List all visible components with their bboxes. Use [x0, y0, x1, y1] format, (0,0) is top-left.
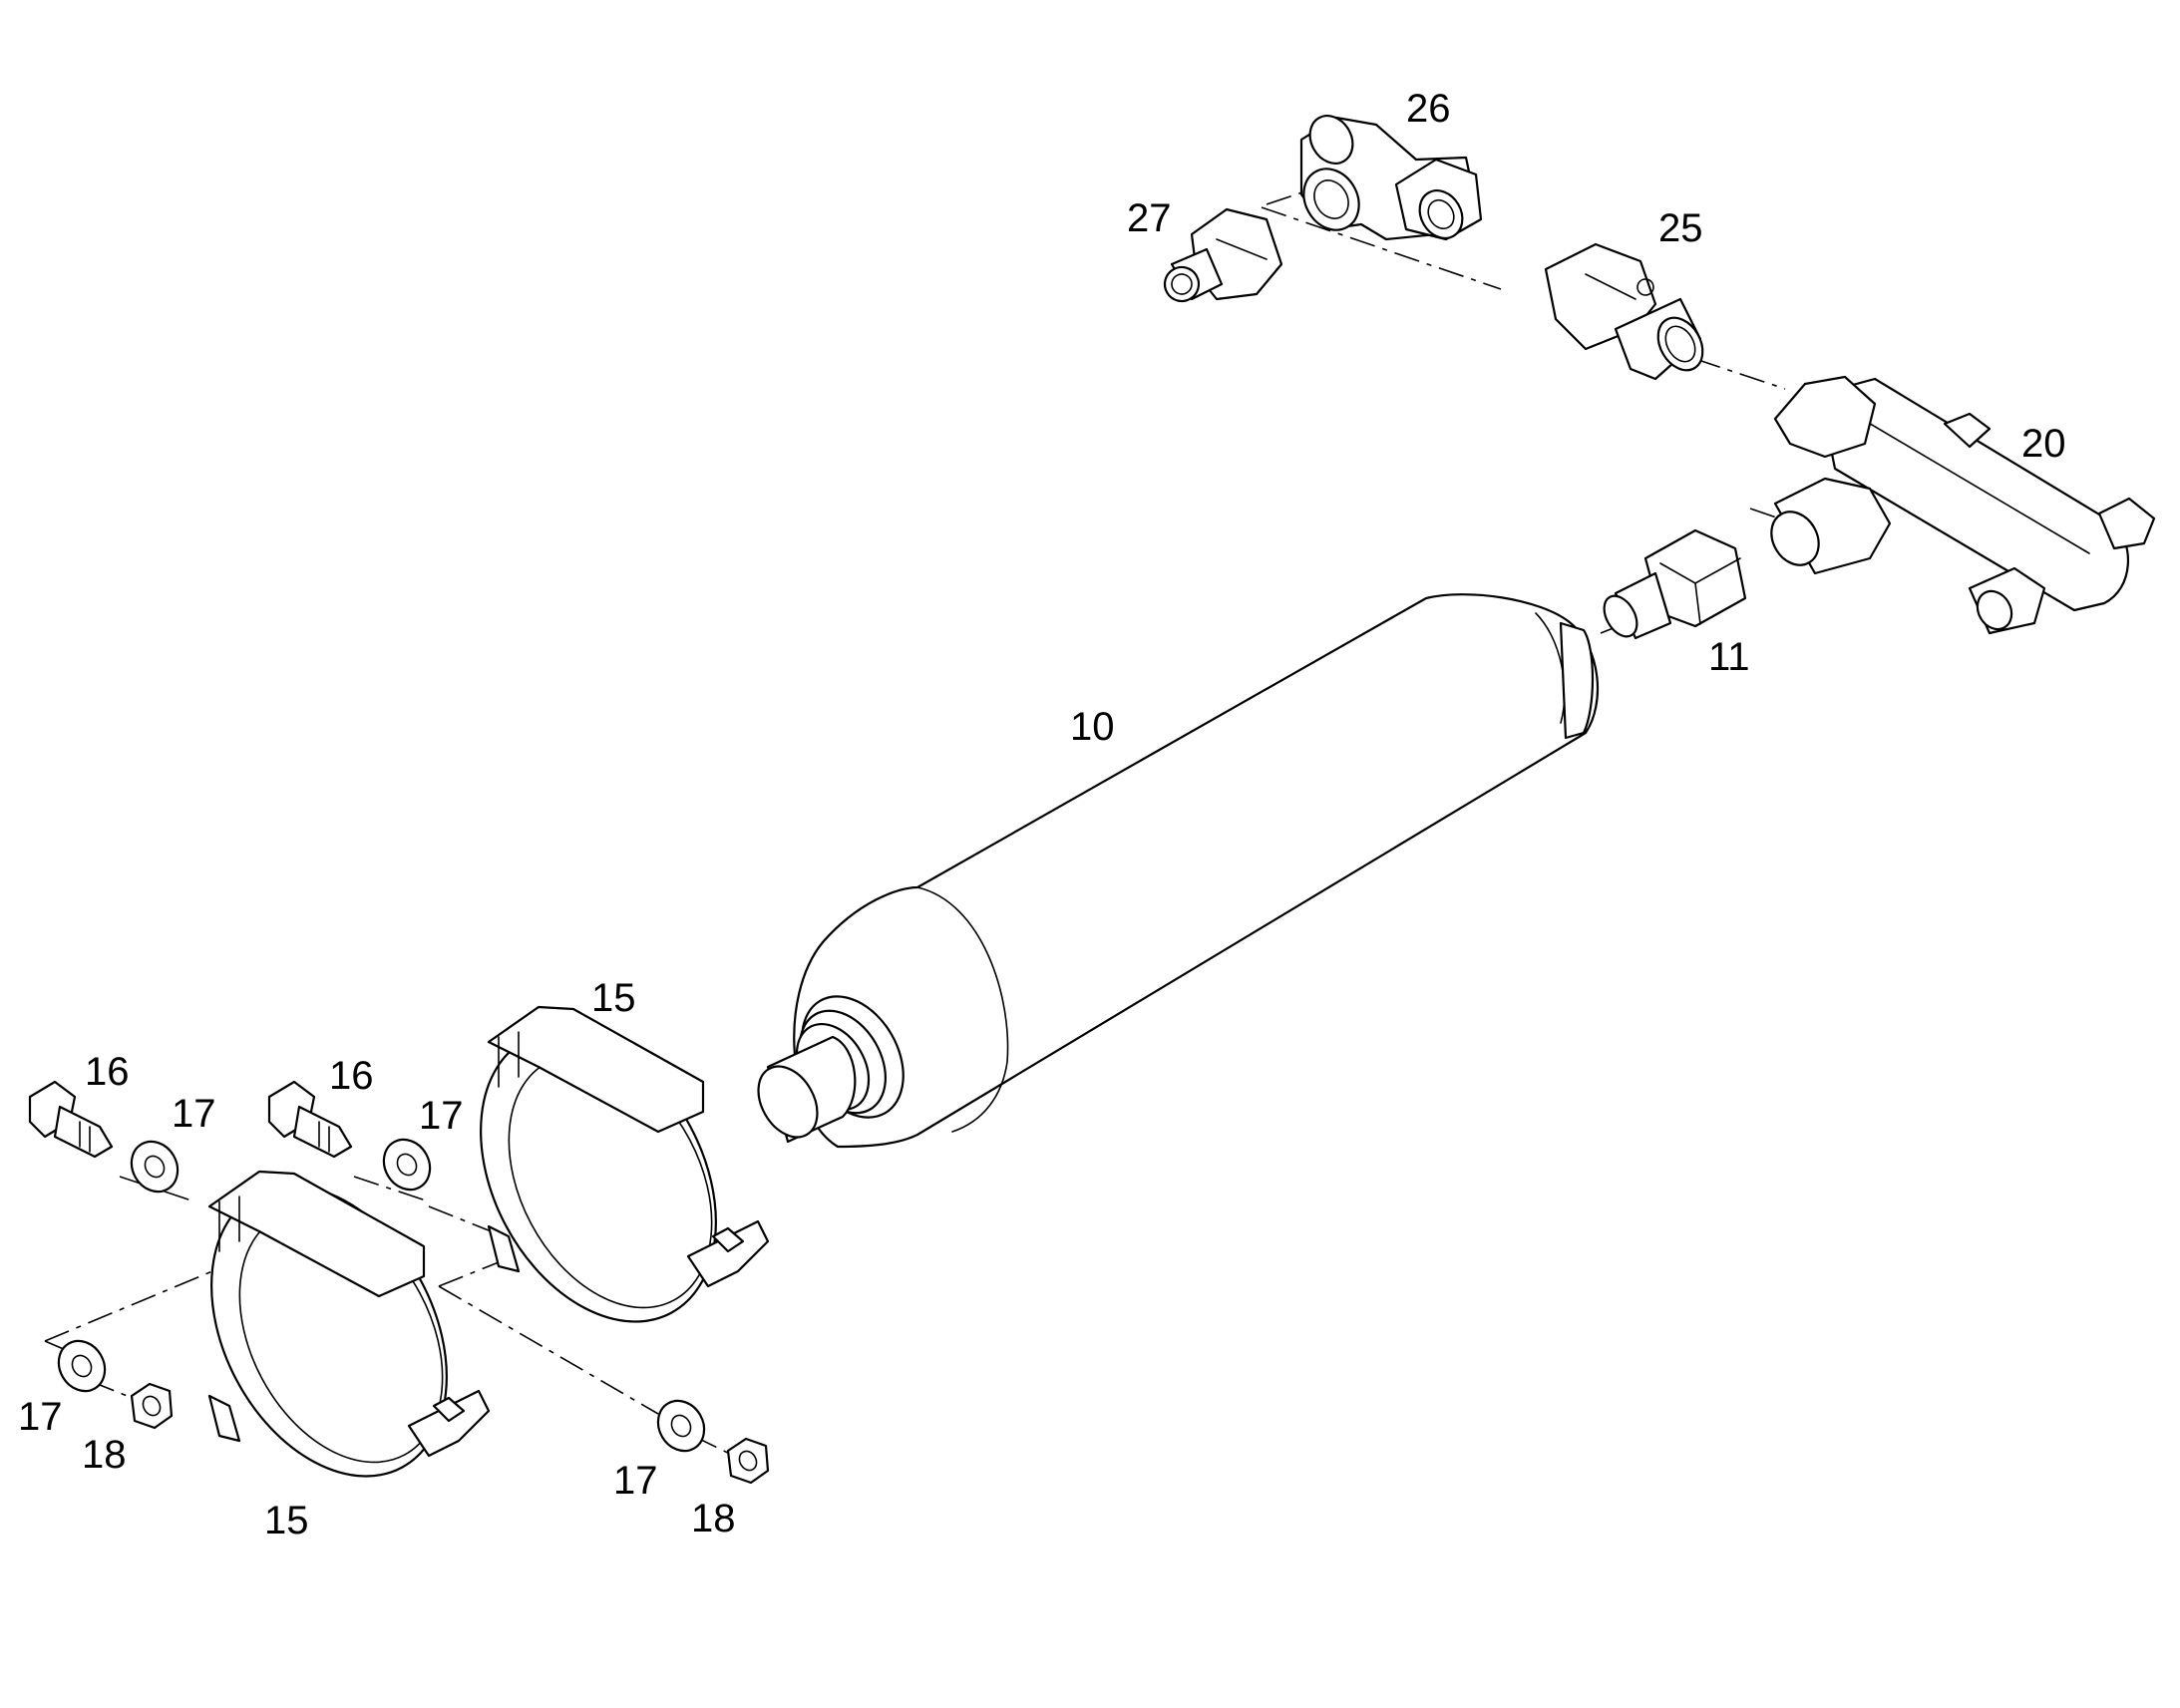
screw-16-mid	[267, 1080, 353, 1159]
washer-17-upper-mid	[382, 1138, 432, 1192]
callout-15-bottom: 15	[264, 1499, 309, 1542]
screw-16-left	[28, 1080, 114, 1159]
washer-17-upper-left	[130, 1140, 180, 1194]
accumulator-cylinder	[757, 593, 1600, 1149]
callout-18-left: 18	[82, 1433, 127, 1477]
callout-17-upper-left: 17	[172, 1092, 216, 1136]
callout-18-mid: 18	[691, 1497, 736, 1540]
fitting-25	[1544, 242, 1704, 381]
callout-10: 10	[1070, 705, 1115, 749]
callout-15-top: 15	[591, 976, 636, 1020]
callout-26: 26	[1406, 87, 1451, 131]
fitting-11	[1603, 528, 1747, 640]
callout-17-upper-mid: 17	[419, 1094, 464, 1138]
callout-25: 25	[1658, 206, 1703, 250]
callout-11: 11	[1708, 635, 1750, 679]
nut-18-mid	[726, 1437, 770, 1485]
washer-17-lower-mid	[656, 1399, 706, 1453]
clamp-15-bottom	[207, 1170, 491, 1478]
hex-fitting-27	[1163, 207, 1283, 303]
clamp-15-top	[480, 1005, 770, 1323]
callout-20: 20	[2021, 422, 2066, 466]
tee-fitting-26	[1299, 115, 1483, 241]
washer-17-lower-left	[57, 1339, 107, 1393]
callout-16-mid: 16	[329, 1054, 374, 1098]
callout-17-lower-left: 17	[18, 1395, 63, 1439]
nut-18-left	[130, 1382, 174, 1430]
manifold-20	[1770, 375, 2156, 635]
callout-16-left: 16	[85, 1050, 130, 1094]
callout-27: 27	[1127, 196, 1172, 240]
callout-17-lower-mid: 17	[613, 1459, 658, 1503]
callout-labels: 10 11 15 15 16 16 17 17 17 17 18 18 20 2…	[18, 87, 2066, 1542]
